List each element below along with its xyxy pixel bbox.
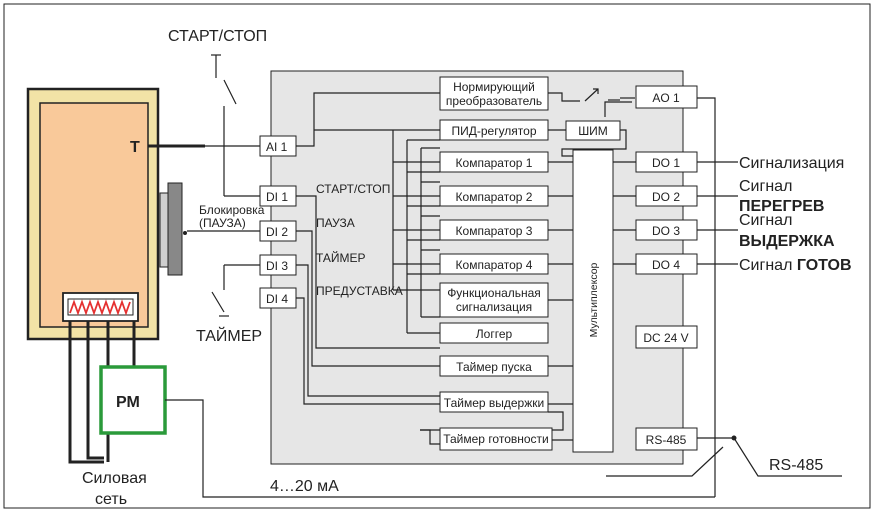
comparator-1-block [439, 151, 549, 173]
comparator-3-label: Компаратор 3 [456, 224, 533, 238]
power-label-line2: сеть [95, 491, 127, 508]
pid-block [439, 119, 549, 141]
start-stop-label: СТАРТ/СТОП [168, 28, 267, 45]
normalizer-line1: Нормирующий [453, 80, 535, 94]
comparator-2-label: Компаратор 2 [456, 190, 533, 204]
logger-label: Логгер [476, 327, 513, 341]
pid-label: ПИД-регулятор [451, 124, 536, 138]
pwm-block [565, 120, 621, 141]
functional-signaling-line2: сигнализация [456, 300, 532, 314]
comparator-4-block [439, 253, 549, 275]
input-di4: DI 4 [266, 292, 288, 306]
signal-alarm-label: Сигнализация [739, 155, 844, 172]
functional-signaling-line1: Функциональная [447, 286, 541, 300]
signal-hold-line2: ВЫДЕРЖКА [739, 233, 835, 250]
ready-timer-block [439, 427, 553, 451]
door-lock [167, 182, 183, 276]
power-relay-box [99, 365, 167, 435]
internal-wiring [296, 88, 842, 497]
input-di3: DI 3 [266, 259, 288, 273]
t-sensor-label: T [130, 139, 140, 156]
start-timer-block [439, 355, 549, 377]
signal-overheat-line2: ПЕРЕГРЕВ [739, 198, 824, 215]
multiplexer-label: Мультиплексор [588, 262, 600, 337]
functional-signaling-block [439, 282, 549, 318]
signal-hold-line1: Сигнал [739, 212, 792, 229]
function-blocks: Нормирующий преобразователь ПИД-регулято… [439, 76, 621, 453]
input-di1: DI 1 [266, 190, 288, 204]
comparator-1-label: Компаратор 1 [456, 156, 533, 170]
rs485-line-label: RS-485 [769, 457, 823, 474]
pwm-label: ШИМ [578, 124, 608, 138]
comparator-2-block [439, 185, 549, 207]
timer-label: ТАЙМЕР [196, 326, 262, 345]
oven-chamber [39, 102, 149, 328]
analog-output-line [165, 399, 715, 498]
input-label-pause: ПАУЗА [316, 216, 355, 230]
output-dc24v: DC 24 V [643, 331, 688, 345]
output-do1: DO 1 [652, 156, 680, 170]
logger-block [439, 322, 549, 344]
block-label-line2: (ПАУЗА) [199, 216, 246, 230]
signal-ready-bold: ГОТОВ [797, 257, 852, 274]
hold-timer-block [439, 391, 549, 413]
comparator-3-block [439, 219, 549, 241]
normalizer-block [439, 76, 549, 111]
output-blocks: AO 1 DO 1 DO 2 DO 3 DO 4 DC 24 V RS-485 [635, 85, 698, 451]
signal-overheat-line1: Сигнал [739, 178, 792, 195]
input-label-timer: ТАЙМЕР [316, 250, 366, 265]
input-label-start-stop: СТАРТ/СТОП [316, 182, 390, 196]
current-label: 4…20 мА [270, 478, 339, 495]
signal-ready-prefix: Сигнал [739, 257, 792, 274]
input-di2: DI 2 [266, 225, 288, 239]
heater-coil [69, 299, 131, 316]
output-ao1: AO 1 [652, 91, 680, 105]
start-stop-switch [211, 54, 260, 197]
multiplexer-block [572, 149, 614, 453]
ready-timer-label: Таймер готовности [443, 432, 549, 446]
block-label-line1: Блокировка [199, 203, 265, 217]
door-lock-plate [159, 192, 169, 268]
signal-ready-label: Сигнал ГОТОВ [739, 257, 852, 274]
input-label-preset: ПРЕДУСТАВКА [316, 284, 403, 298]
heater [62, 292, 139, 322]
output-do2: DO 2 [652, 190, 680, 204]
rm-label: РМ [116, 394, 140, 411]
input-ai1: AI 1 [266, 140, 288, 154]
input-blocks: AI 1 DI 1 DI 2 DI 3 DI 4 [259, 135, 297, 309]
hold-timer-label: Таймер выдержки [444, 396, 544, 410]
power-label-line1: Силовая [82, 470, 147, 487]
output-do3: DO 3 [652, 224, 680, 238]
output-rs485: RS-485 [646, 433, 687, 447]
normalizer-line2: преобразователь [446, 94, 542, 108]
timer-switch [211, 264, 260, 317]
output-do4: DO 4 [652, 258, 680, 272]
start-timer-label: Таймер пуска [456, 360, 532, 374]
comparator-4-label: Компаратор 4 [456, 258, 533, 272]
